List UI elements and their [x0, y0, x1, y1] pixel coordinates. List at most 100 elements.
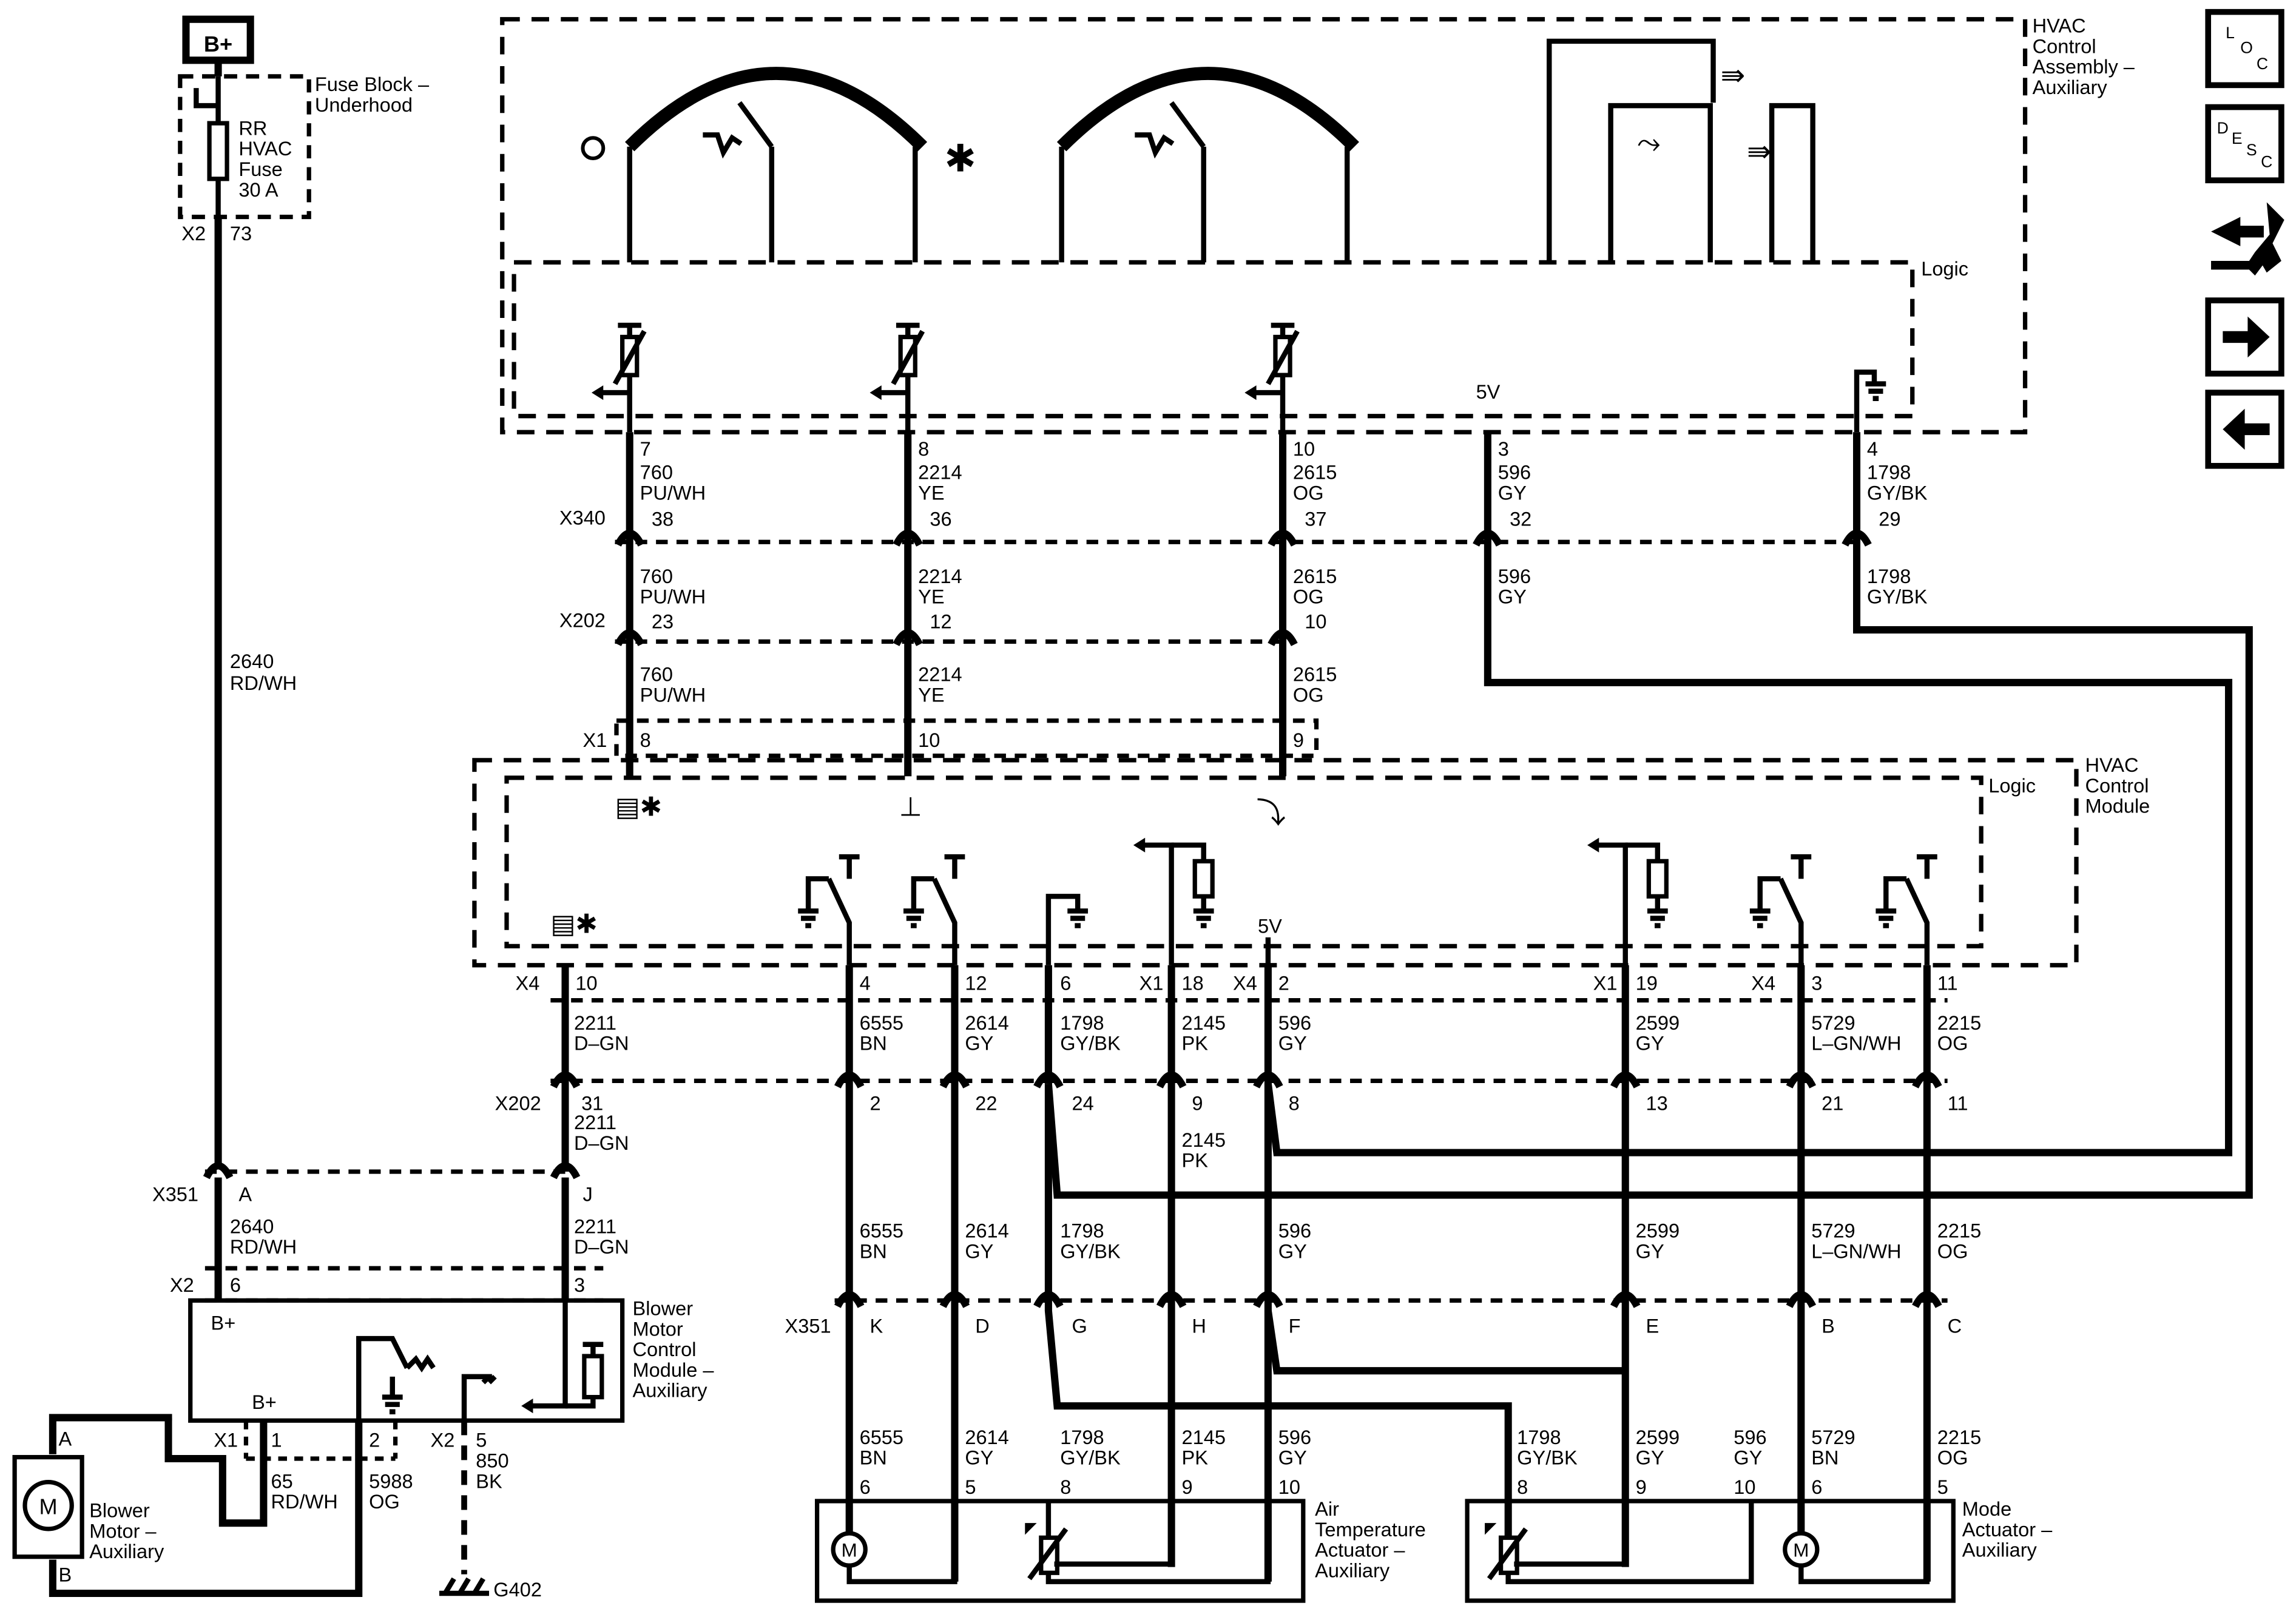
- svg-text:F: F: [1289, 1315, 1301, 1337]
- svg-text:B: B: [59, 1564, 72, 1586]
- blower-lower-connector: [49, 1414, 490, 1598]
- svg-text:C: C: [1948, 1315, 1962, 1337]
- repair-tools-button[interactable]: [2211, 202, 2284, 276]
- svg-text:J: J: [582, 1183, 592, 1205]
- svg-text:GY: GY: [1278, 1447, 1307, 1469]
- next-page-button[interactable]: [2205, 297, 2284, 377]
- svg-text:GY/BK: GY/BK: [1867, 586, 1928, 608]
- svg-text:GY: GY: [1734, 1447, 1762, 1469]
- svg-text:1798: 1798: [1060, 1220, 1104, 1242]
- upper-circuit-labels: 7 760 PU/WH 38 760 PU/WH 23 760 PU/WH 8 …: [640, 438, 1928, 751]
- module-pin-labels: X4 10 2211 D–GN 31 2211 D–GN 4 6555 BN 2…: [495, 973, 1982, 1172]
- mode-actuator-internals: M: [1485, 1501, 1930, 1584]
- hvac-assembly-title-2: Control: [2033, 35, 2096, 57]
- location-button[interactable]: L O C: [2205, 8, 2284, 89]
- svg-text:2615: 2615: [1293, 462, 1337, 484]
- fuse-conn: X2: [181, 223, 206, 245]
- svg-text:O: O: [2240, 38, 2253, 56]
- svg-text:9: 9: [1293, 729, 1304, 751]
- fuse-block-title-2: Underhood: [315, 94, 413, 116]
- svg-text:L: L: [2226, 24, 2235, 42]
- fuse-block-outline: [178, 74, 311, 220]
- svg-text:2214: 2214: [918, 664, 962, 686]
- svg-text:10: 10: [1278, 1476, 1300, 1498]
- seat-airflow-icon: ⤵: [1257, 797, 1286, 830]
- svg-text:D–GN: D–GN: [574, 1236, 629, 1258]
- temperature-knob-symbol: [1056, 67, 1359, 263]
- svg-text:X4: X4: [1751, 973, 1775, 994]
- svg-text:5729: 5729: [1811, 1012, 1855, 1034]
- svg-text:GY: GY: [1636, 1240, 1664, 1262]
- mode-title-2: Actuator –: [1962, 1519, 2053, 1541]
- hvac-module-title-3: Module: [2085, 795, 2150, 817]
- svg-text:PK: PK: [1182, 1033, 1209, 1055]
- svg-text:760: 760: [640, 565, 673, 587]
- svg-text:2614: 2614: [965, 1426, 1008, 1448]
- svg-text:OG: OG: [1293, 482, 1324, 504]
- arrow-left-icon: [2223, 408, 2270, 450]
- module-lower-wiring: [550, 965, 1948, 1582]
- svg-text:1798: 1798: [1060, 1012, 1104, 1034]
- svg-text:5729: 5729: [1811, 1220, 1855, 1242]
- svg-text:760: 760: [640, 462, 673, 484]
- x202-lower-pins: [550, 1071, 1942, 1089]
- x2-left-label: X2: [170, 1274, 194, 1296]
- svg-text:2614: 2614: [965, 1012, 1008, 1034]
- svg-text:PK: PK: [1182, 1447, 1209, 1469]
- svg-text:GY/BK: GY/BK: [1060, 1447, 1121, 1469]
- svg-text:596: 596: [1734, 1426, 1766, 1448]
- svg-text:OG: OG: [1937, 1447, 1968, 1469]
- description-button[interactable]: D E S C: [2205, 104, 2284, 184]
- svg-text:X1: X1: [1593, 973, 1618, 994]
- blower-module-title-3: Control: [633, 1338, 697, 1360]
- svg-text:4: 4: [860, 973, 871, 994]
- mode-pot-icon: [1244, 322, 1300, 433]
- svg-text:1798: 1798: [1867, 565, 1911, 587]
- air-temp-wire-labels: 6555 BN 6 2614 GY 5 1798 GY/BK 8 2145 PK…: [860, 1426, 1312, 1498]
- svg-text:596: 596: [1278, 1220, 1311, 1242]
- blower-motor-title-1: Blower: [89, 1500, 150, 1522]
- svg-text:K: K: [869, 1315, 883, 1337]
- svg-text:GY: GY: [965, 1447, 993, 1469]
- blower-pot-icon: [591, 322, 647, 433]
- blower-module-title-2: Motor: [633, 1318, 683, 1340]
- svg-text:S: S: [2246, 141, 2257, 159]
- svg-text:596: 596: [1278, 1012, 1311, 1034]
- x351-lower-pins: [834, 1291, 1942, 1308]
- svg-text:6555: 6555: [860, 1426, 903, 1448]
- svg-text:8: 8: [918, 438, 929, 460]
- mode-switch-symbol: ⇛ ⤳ ⇛: [1547, 38, 1815, 263]
- svg-text:RD/WH: RD/WH: [230, 1236, 297, 1258]
- x202-lower-label: X202: [495, 1093, 541, 1115]
- svg-text:2640: 2640: [230, 1215, 274, 1237]
- svg-text:RD/WH: RD/WH: [271, 1491, 337, 1513]
- previous-page-button[interactable]: [2205, 390, 2284, 469]
- svg-text:10: 10: [918, 729, 940, 751]
- svg-text:2211: 2211: [574, 1215, 616, 1237]
- svg-text:BK: BK: [476, 1470, 502, 1492]
- svg-text:GY/BK: GY/BK: [1060, 1240, 1121, 1262]
- hvac-module-logic-outline: [504, 775, 1984, 948]
- svg-text:9: 9: [1192, 1093, 1203, 1115]
- svg-text:4: 4: [1867, 438, 1878, 460]
- svg-text:32: 32: [1510, 508, 1531, 530]
- svg-text:C: C: [2261, 152, 2272, 170]
- svg-text:GY/BK: GY/BK: [1867, 482, 1928, 504]
- svg-text:2615: 2615: [1293, 664, 1337, 686]
- svg-text:8: 8: [1289, 1093, 1300, 1115]
- svg-text:YE: YE: [918, 586, 944, 608]
- svg-text:10: 10: [575, 973, 597, 994]
- air-temp-actuator-internals: M: [831, 1501, 1271, 1584]
- svg-text:29: 29: [1879, 508, 1900, 530]
- svg-text:8: 8: [1060, 1476, 1071, 1498]
- svg-text:GY: GY: [1498, 482, 1527, 504]
- blower-module-box: [188, 1298, 625, 1423]
- mode-wire-labels: 1798 GY/BK 8 2599 GY 9 596 GY 10 5729 BN…: [1517, 1426, 1981, 1498]
- assembly-sensors: [591, 322, 1886, 433]
- air-temp-title-4: Auxiliary: [1315, 1559, 1390, 1581]
- x351-row-labels: X351 6555 BN K 2614 GY D 1798 GY/BK G H …: [785, 1220, 1982, 1337]
- svg-text:B: B: [1822, 1315, 1835, 1337]
- fuse-label-2: HVAC: [238, 138, 292, 160]
